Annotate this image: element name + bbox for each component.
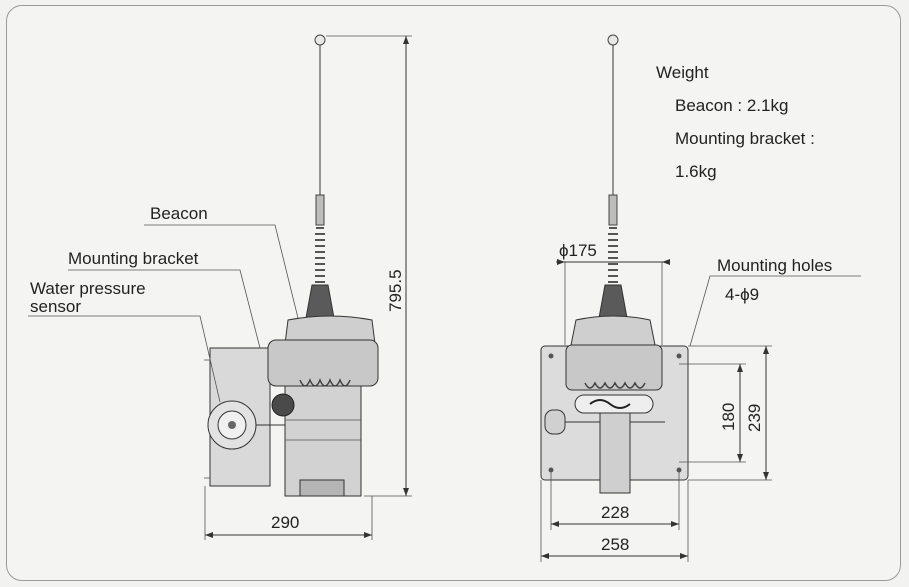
sensor-label: sensor [30,297,81,316]
plate-height-dimension: 239 [745,404,764,432]
weight-heading: Weight [656,63,709,82]
mounting-holes-label: Mounting holes [717,256,832,275]
release-knob [544,409,566,435]
diameter-dimension: ϕ175 [559,241,597,260]
water-pressure-label: Water pressure [30,279,146,298]
weight-bracket-line1: Mounting bracket : [675,129,815,148]
hole-vertical-dimension: 180 [719,403,738,431]
beacon-collar [267,339,379,387]
weight-bracket-line2: 1.6kg [675,162,717,181]
side-width-dimension: 290 [271,513,299,532]
weight-beacon: Beacon : 2.1kg [675,96,788,115]
antenna-tip-front [607,34,619,46]
hole-horizontal-dimension: 228 [601,503,629,522]
antenna-base [305,284,335,319]
plate-width-dimension: 258 [601,535,629,554]
antenna-spring [315,227,325,283]
bracket-leader [68,269,261,349]
sensor-knob [271,393,295,417]
antenna-joint [315,194,325,226]
height-dimension: 795.5 [386,269,405,312]
holes-leader [689,275,861,347]
side-view [28,34,412,540]
antenna-tip [314,34,326,46]
beacon-leader [144,224,299,319]
sensor-leader [28,315,221,403]
front-view [540,34,861,562]
beacon-body [284,385,362,497]
drawing-frame [6,5,901,581]
mounting-holes-spec: 4-ϕ9 [725,285,759,304]
mounting-bracket-label: Mounting bracket [68,249,199,268]
beacon-label: Beacon [150,204,208,223]
